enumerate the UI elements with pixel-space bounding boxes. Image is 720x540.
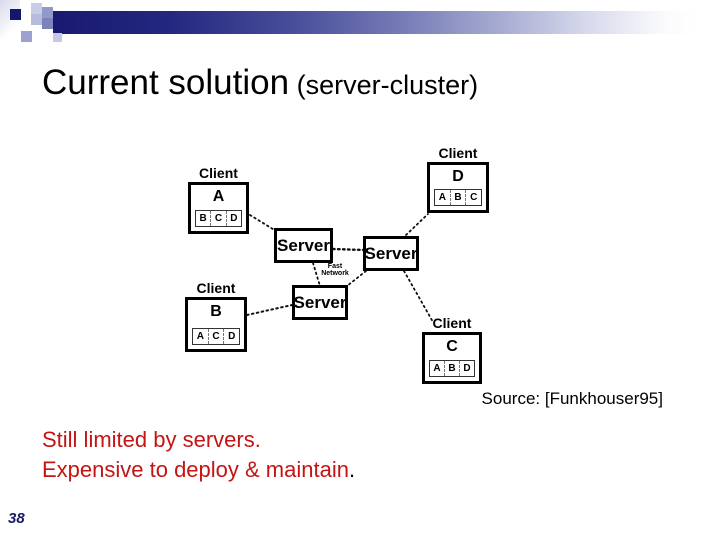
network-link [249, 214, 277, 232]
server-3-box: Server [292, 285, 348, 320]
replica-cell: A [438, 192, 446, 203]
replica-cell: C [207, 329, 224, 344]
replica-cell: D [225, 211, 241, 226]
client-d-group: Client D A B C [427, 145, 489, 213]
server-2-box: Server [363, 236, 419, 271]
decoration-square [21, 31, 32, 42]
client-d-box: D A B C [427, 162, 489, 213]
client-d-replicas: A B C [434, 189, 482, 206]
decoration-square [31, 14, 42, 25]
replica-cell: C [210, 211, 225, 226]
note-line-2: Expensive to deploy & maintain. [42, 455, 355, 485]
page-title-suffix: (server-cluster) [289, 70, 479, 100]
decoration-square [42, 18, 53, 29]
client-c-title: Client [432, 315, 472, 331]
replica-cell: A [433, 363, 441, 374]
replica-cell: C [465, 190, 481, 205]
client-b-title: Client [196, 280, 236, 296]
client-a-box: A B C D [188, 182, 249, 234]
client-c-box: C A B D [422, 332, 482, 384]
decoration-gradient-bar [53, 11, 697, 34]
client-b-letter: B [210, 303, 222, 320]
client-d-letter: D [452, 168, 464, 185]
note-line-1: Still limited by servers. [42, 427, 261, 452]
decoration-square [42, 7, 53, 18]
client-c-replicas: A B D [429, 360, 475, 377]
page-title: Current solution (server-cluster) [42, 63, 478, 103]
note-text: Still limited by servers. Expensive to d… [42, 425, 355, 485]
replica-cell: B [449, 190, 466, 205]
page-number: 38 [8, 510, 25, 527]
client-c-letter: C [446, 338, 458, 355]
replica-cell: B [444, 361, 459, 376]
network-link [246, 304, 293, 316]
replica-cell: D [459, 361, 474, 376]
replica-cell: D [223, 329, 239, 344]
client-a-replicas: B C D [195, 210, 242, 227]
replica-cell: A [196, 331, 204, 342]
page-title-main: Current solution [42, 63, 290, 102]
client-b-group: Client B A C D [185, 280, 247, 352]
client-d-title: Client [438, 145, 478, 161]
client-b-box: B A C D [185, 297, 247, 352]
network-link [331, 247, 366, 252]
source-credit: Source: [Funkhouser95] [481, 389, 663, 408]
client-a-title: Client [199, 165, 238, 181]
server-1-box: Server [274, 228, 333, 263]
decoration-square [53, 33, 62, 42]
decoration-square [10, 9, 21, 20]
fast-network-line2: Network [321, 270, 349, 277]
note-line-2-text: Expensive to deploy & maintain [42, 457, 349, 482]
client-a-group: Client A B C D [188, 165, 249, 234]
client-a-letter: A [212, 188, 225, 205]
note-line-2-period: . [348, 457, 356, 482]
client-c-group: Client C A B D [422, 315, 482, 384]
fast-network-line1: Fast [327, 263, 343, 270]
client-b-replicas: A C D [192, 328, 240, 345]
network-link [405, 213, 429, 236]
decoration-square [31, 3, 42, 14]
replica-cell: B [199, 213, 207, 224]
